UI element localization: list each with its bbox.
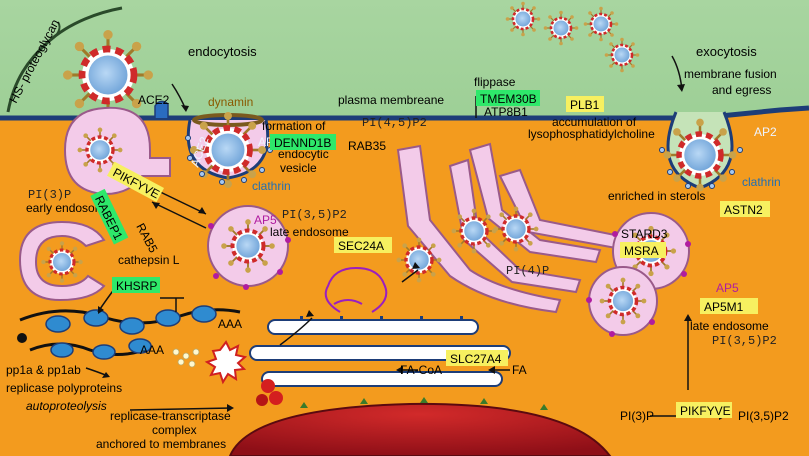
fa-coa-label: FA-CoA [400,363,442,377]
accumulation-label-2: lysophosphatidylcholine [528,127,655,141]
gene-slc27a4: SLC27A4 [446,350,508,366]
ace2-receptor [154,100,169,118]
svg-text:SLC27A4: SLC27A4 [450,352,502,366]
cytoplasm [0,108,809,456]
rtc-label-2: complex [152,423,197,437]
gene-khsrp: KHSRP [112,277,160,293]
virion [542,9,580,47]
virion [582,5,620,43]
late-endosome-right-label: late endosome [690,319,769,333]
endocytosis-label: endocytosis [188,44,257,59]
gene-plb1: PLB1 [566,96,604,112]
gene-astn2: ASTN2 [720,201,770,217]
gene-dennd1b: DENND1B [270,134,336,150]
double-membrane-vesicle [204,340,248,385]
svg-text:KHSRP: KHSRP [116,279,157,293]
formation-label-1: formation of [262,119,326,133]
ap5-right-label: AP5 [716,281,739,295]
gene-pikfyve-bottom: PIKFYVE [676,402,732,418]
nucleus [228,402,612,456]
flippase-label: flippase [474,75,516,89]
early-endosome-label: early endosome [26,201,112,215]
aaa-label-1: AAA [218,317,242,331]
exocytosis-label: exocytosis [696,44,757,59]
svg-text:PLB1: PLB1 [570,98,600,112]
svg-text:ASTN2: ASTN2 [724,203,763,217]
lysosome-cup [18,220,106,302]
membrane-fusion-label-2: and egress [712,83,771,97]
arrow-heads [98,84,726,420]
virion [603,36,641,74]
gene-ap5m1: AP5M1 [700,298,758,314]
fa-label: FA [512,363,527,377]
aaa-label-2: AAA [140,343,164,357]
gene-sec24a: SEC24A [334,237,392,253]
ap5-dots-right [586,231,691,337]
svg-text:TMEM30B: TMEM30B [480,92,537,106]
rtc-label-1: replicase-transcriptase [110,409,231,423]
er-anchors [300,316,463,321]
khsrp-inhibition [160,297,184,312]
nuclear-pores [300,397,548,410]
ap5-left-label: AP5 [254,213,277,227]
virion [504,0,542,38]
autoproteolysis-label: autoproteolysis [26,399,107,413]
rab35-label: RAB35 [348,139,386,153]
svg-text:AP5M1: AP5M1 [704,300,744,314]
ace2-top-label: ACE2 [138,93,170,107]
pp1a-label: pp1a & pp1ab [6,363,81,377]
pi3p-bottom-label: PI(3)P [620,409,654,423]
stard3-label: STARD3 [621,227,668,241]
ribosomes [45,305,217,335]
clathrin-left-label: clathrin [252,179,291,193]
peptides [172,348,200,368]
pi35p2-left-label: PI(3,5)P2 [282,208,347,222]
gene-msra: MSRA [620,242,666,258]
membrane-fusion-label-1: membrane fusion [684,67,777,81]
ap2-right-label: AP2 [754,125,777,139]
pi45p2-label: PI(4,5)P2 [362,116,427,130]
svg-text:SEC24A: SEC24A [338,239,384,253]
enriched-sterols-label: enriched in sterols [608,189,705,203]
cathepsin-label: cathepsin L [118,253,180,267]
replicase-complex [256,379,283,406]
atp8b1-label: ATP8B1 [484,105,528,119]
clathrin-right-label: clathrin [742,175,781,189]
formation-label-3: vesicle [280,161,317,175]
endoplasmic-reticulum [249,319,511,387]
plasma-membrane-label: plasma membreane [338,93,444,107]
rtc-label-3: anchored to membranes [96,437,226,451]
clathrin-coat [185,135,273,185]
pi4p-label: PI(4)P [506,264,549,278]
svg-text:MSRA: MSRA [624,244,659,258]
pi3p-top-label: PI(3)P [28,188,71,202]
ap5-dots-left [208,223,291,290]
svg-text:PIKFYVE: PIKFYVE [680,404,731,418]
clathrin-coat-right [659,147,743,189]
gene-tmem30b: TMEM30B [476,90,540,106]
replicase-label: replicase polyproteins [6,381,122,395]
pi35p2-right-label: PI(3,5)P2 [712,334,777,348]
pi35p2-bottom-label: PI(3,5)P2 [738,409,789,423]
dynamin-label: dynamin [208,95,253,109]
sec24a-coat [324,266,388,313]
svg-text:DENND1B: DENND1B [274,136,331,150]
formation-label-2: endocytic [278,147,329,161]
late-endosome-left-label: late endosome [270,225,349,239]
accumulation-label-1: accumulation of [552,115,637,129]
